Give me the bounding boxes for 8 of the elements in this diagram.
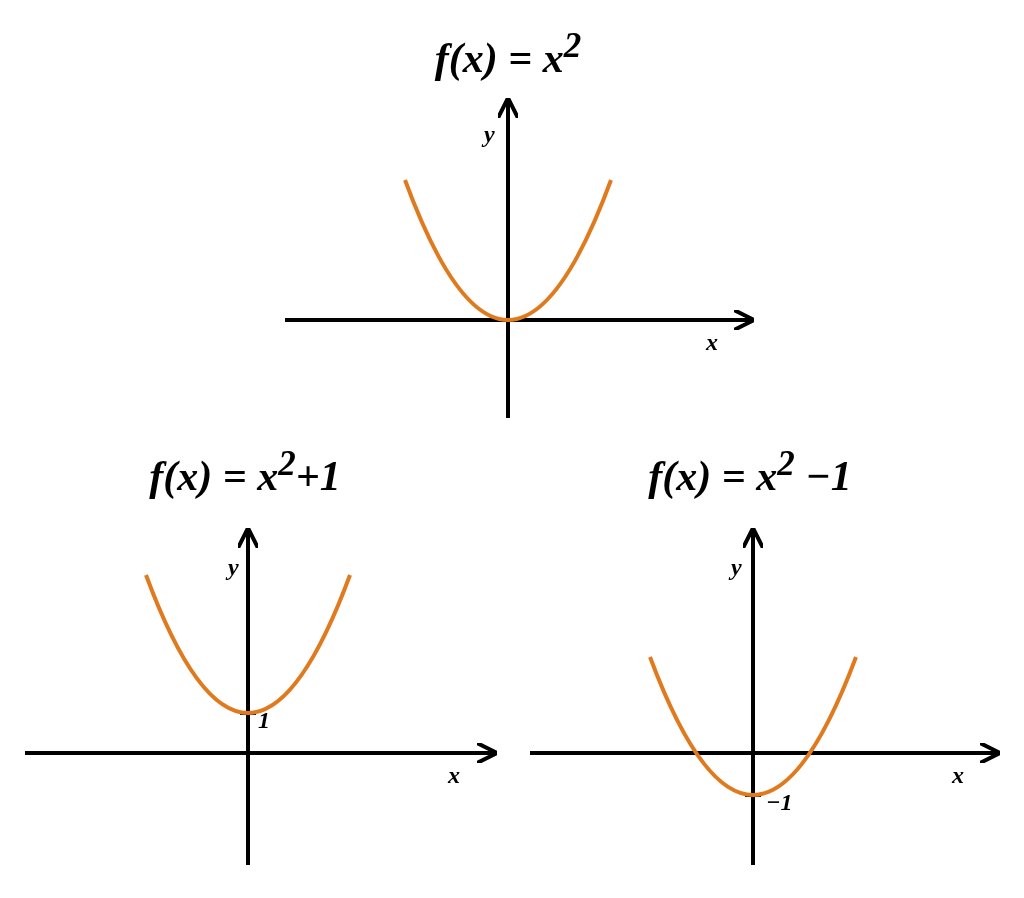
axis-label: x — [706, 330, 718, 354]
tick-label: −1 — [766, 790, 793, 814]
function-formula: f(x) = x$^{2}$ — [434, 28, 582, 79]
axis-label: x — [952, 763, 964, 787]
function-formula: f(x) = x$^{2}$+1 — [149, 446, 341, 497]
axis-label: x — [448, 763, 460, 787]
function-formula: f(x) = x$^{2}$ −1 — [648, 446, 852, 497]
tick-label: 1 — [258, 708, 270, 732]
